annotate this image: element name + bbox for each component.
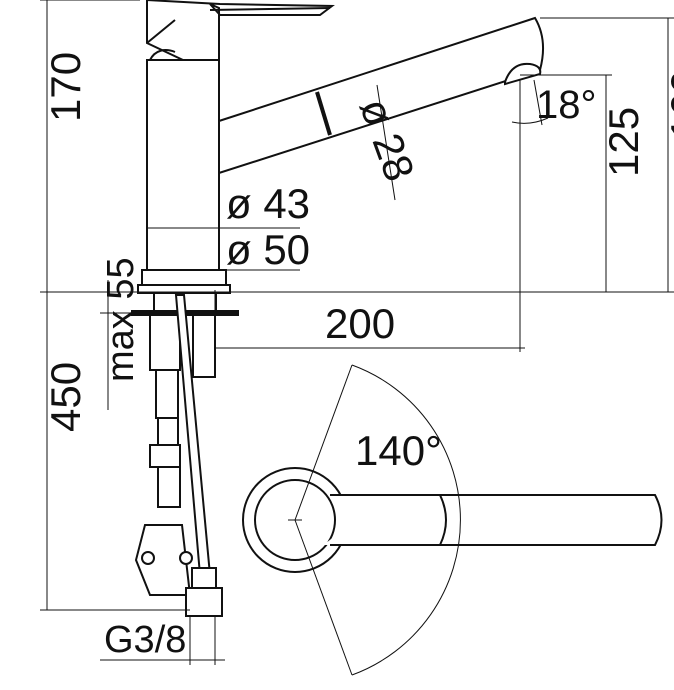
dimension-lines	[40, 0, 674, 665]
label-170: 170	[42, 52, 89, 122]
label-125: 125	[600, 107, 647, 177]
lever-handle	[146, 0, 335, 61]
label-diameter-43: ø 43	[226, 180, 310, 227]
hex-nut	[149, 444, 181, 468]
label-diameter-50: ø 50	[226, 226, 310, 273]
check-valve-block	[134, 524, 192, 596]
label-140-degrees: 140°	[355, 427, 442, 474]
label-g3-8: G3/8	[104, 619, 186, 661]
mounting-shank	[149, 314, 181, 371]
label-18-degrees: 18°	[536, 83, 597, 127]
label-450: 450	[42, 362, 89, 432]
label-200: 200	[325, 300, 395, 347]
faucet-top-view	[242, 364, 663, 676]
hose-nut	[185, 587, 223, 617]
aerator	[504, 62, 542, 86]
swivel-arc	[351, 364, 461, 676]
label-max-55: max 55	[100, 257, 142, 382]
faucet-body	[146, 59, 220, 273]
label-160: 160	[662, 70, 674, 140]
